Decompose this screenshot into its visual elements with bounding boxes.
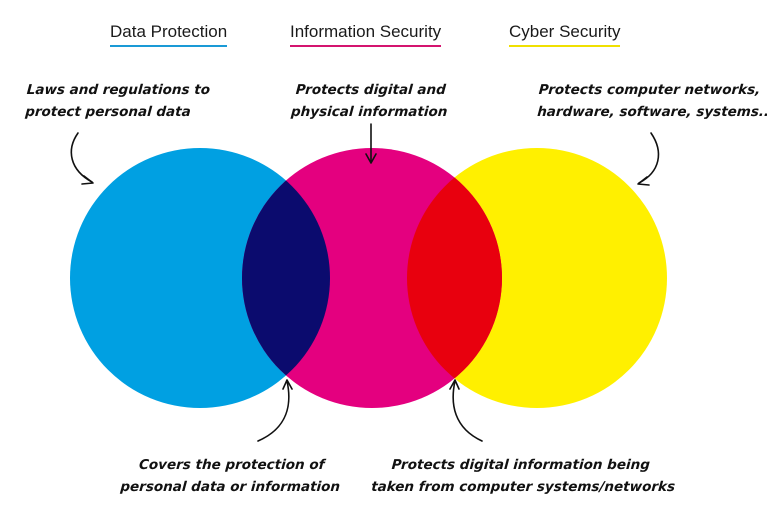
overlap-data-protection-information-security [242,148,330,408]
annotation-overlap-is-cs-line2: taken from computer systems/networks [370,479,676,495]
arrow-overlap-is-cs [452,380,483,442]
annotation-information-security-line1: Protects digital and [295,82,447,98]
annotation-cyber-security-line1: Protects computer networks, [538,82,761,98]
annotation-information-security: Protects digital and physical informatio… [288,79,451,123]
arrow-information-security-head [365,153,377,164]
arrow-cyber-security-head [637,176,650,186]
legend-cyber-security-label: Cyber Security [509,22,621,41]
annotation-information-security-line2: physical information [290,104,448,120]
arrow-data-protection-head [81,175,94,185]
annotation-overlap-dp-is: Covers the protection of personal data o… [106,454,355,498]
legend-information-security-underline [290,45,442,47]
annotation-cyber-security: Protects computer networks, hardware, so… [536,79,767,123]
annotation-cyber-security-line2: hardware, software, systems... [536,104,767,120]
annotation-overlap-is-cs-line1: Protects digital information being [391,457,651,473]
annotation-data-protection-line1: Laws and regulations to [26,82,211,98]
legend-information-security-label: Information Security [290,22,442,41]
legend-data-protection-underline [110,45,228,47]
legend-data-protection: Data Protection [110,22,228,50]
arrow-overlap-dp-is [257,380,290,442]
arrow-overlap-is-cs-head [449,379,460,390]
legend-cyber-security: Cyber Security [509,22,621,50]
arrow-data-protection [70,132,93,183]
annotation-overlap-dp-is-line1: Covers the protection of [138,457,326,473]
arrow-cyber-security [638,132,660,184]
legend-data-protection-label: Data Protection [110,22,228,41]
legend-cyber-security-underline [509,45,621,47]
legend-information-security: Information Security [290,22,442,50]
overlap-information-security-cyber-security [407,148,502,408]
annotation-data-protection: Laws and regulations to protect personal… [24,79,211,123]
arrow-overlap-dp-is-head [282,379,293,390]
annotation-data-protection-line2: protect personal data [24,104,192,120]
annotation-overlap-is-cs: Protects digital information being taken… [370,454,676,498]
annotation-overlap-dp-is-line2: personal data or information [119,479,341,495]
